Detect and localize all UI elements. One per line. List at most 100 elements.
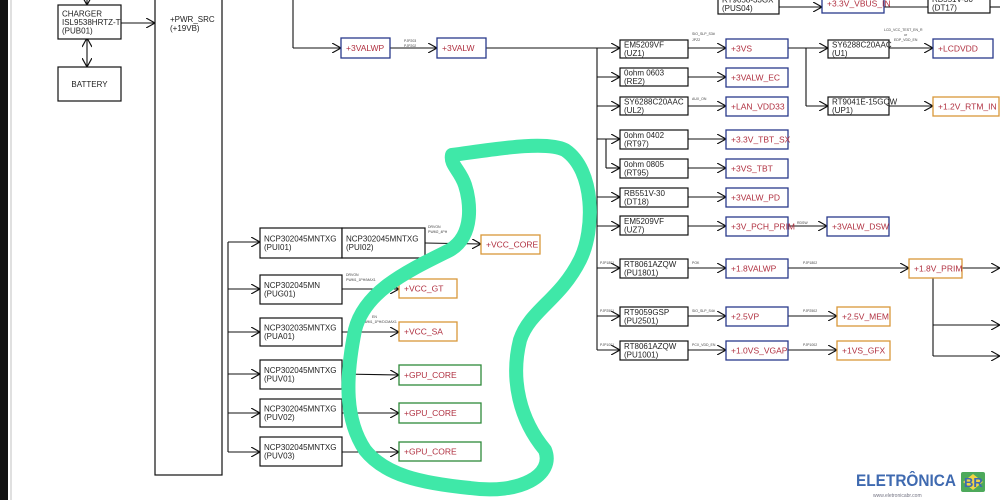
block-label-line: NCP302035MNTXG [264, 324, 336, 333]
highlight-scribble [341, 138, 597, 497]
net-label-jpz2: JPZ2 [692, 38, 700, 42]
net-label-lcd-test: LCD_VCC_TEST_EN_R [884, 28, 923, 32]
block-frame [619, 215, 689, 236]
net-label-sio-slp-s3: SIO_SLP_S3# [692, 32, 715, 36]
block-label-line: (PUV01) [264, 375, 295, 384]
block-label-line: RT9041E-15GQW [832, 98, 898, 107]
block-frame [725, 340, 789, 361]
block-frame [619, 96, 689, 116]
block-frame [725, 216, 789, 237]
block-pui01: NCP302045MNTXG(PUI01) [259, 227, 343, 259]
block-r3vs: +3VS [725, 38, 789, 59]
left-edge-bar [0, 0, 8, 500]
block-label-line: NCP302045MNTXG [264, 443, 336, 452]
block-uz1: EM5209VF(UZ1) [619, 39, 689, 59]
block-label-line: (UZ7) [624, 226, 645, 235]
block-label-line: SY6288C20AAC [624, 98, 684, 107]
block-frame [259, 227, 343, 259]
rail-label: +3VALW_EC [731, 73, 780, 83]
block-frame [932, 96, 1000, 117]
block-gpu3: +GPU_CORE [398, 441, 482, 462]
rail-label: +2.5V_MEM [842, 312, 889, 322]
rail-label: +VCC_GT [404, 284, 443, 294]
block-label-line: NCP302045MNTXG [264, 366, 336, 375]
rail-label: +GPU_CORE [404, 447, 457, 457]
block-frame [398, 278, 458, 299]
block-r18valwp: +1.8VALWP [725, 258, 789, 279]
net-label-pcx-vdd-en: PCX_VDD_EN [692, 343, 716, 347]
rail-label: +1.0VS_VGAP [731, 346, 788, 356]
block-pua01: NCP302035MNTXG(PUA01) [259, 317, 343, 347]
block-label-line: EM5209VF [624, 217, 664, 226]
block-label-line: RT8061AZQW [624, 342, 677, 351]
block-frame [398, 441, 482, 462]
block-valw-dsw: +3VALW_DSW [826, 216, 890, 237]
block-lcdvdd: +LCDVDD [932, 38, 994, 59]
block-rtm-in: +1.2V_RTM_IN [932, 96, 1000, 117]
block-frame [717, 0, 780, 15]
block-label-line: RT8061AZQW [624, 260, 677, 269]
block-puv01: NCP302045MNTXG(PUV01) [259, 359, 343, 390]
block-label-line: 0ohm 0805 [624, 160, 665, 169]
net-label-pwm2: PWM2_4PH [428, 230, 448, 234]
block-pu1001: RT8061AZQW(PU1001) [619, 340, 689, 361]
block-frame [619, 129, 689, 150]
block-pu1801: RT8061AZQW(PU1801) [619, 258, 689, 279]
block-label-line: 0ohm 0603 [624, 69, 665, 78]
block-dt18: RB551V-30(DT18) [619, 187, 689, 208]
block-r25vp: +2.5VP [725, 306, 789, 327]
block-frame [821, 0, 885, 14]
block-re2: 0ohm 0603(RE2) [619, 67, 689, 87]
rail-label: +LAN_VDD33 [731, 102, 785, 112]
block-frame [398, 402, 482, 424]
net-label-or: or [904, 33, 908, 37]
block-r3valw-pd: +3VALW_PD [725, 187, 789, 208]
block-puv03: NCP302045MNTXG(PUV03) [259, 436, 343, 467]
block-frame [341, 227, 426, 259]
block-mem25: +2.5V_MEM [836, 306, 891, 327]
rail-label: +1VS_GFX [842, 346, 886, 356]
block-frame [827, 96, 890, 116]
rail-label: +1.8V_PRIM [914, 264, 962, 274]
block-label-line: (UZ1) [624, 49, 645, 58]
block-r10vs-vgap: +1.0VS_VGAP [725, 340, 789, 361]
block-frame [619, 340, 689, 361]
rail-label: +3V_PCH_PRIM [731, 222, 795, 232]
block-r3valw: +3VALW [436, 37, 487, 59]
rail-label: +3VALWP [346, 43, 385, 53]
block-up1: RT9041E-15GQW(UP1) [827, 96, 898, 116]
block-frame [908, 258, 963, 279]
block-frame [259, 359, 343, 390]
block-gfx1vs: +1VS_GFX [836, 340, 891, 361]
block-rt95: 0ohm 0805(RT95) [619, 158, 689, 179]
block-frame [725, 187, 789, 208]
rail-label: +GPU_CORE [404, 408, 457, 418]
block-vcc-core: +VCC_CORE [480, 234, 541, 255]
block-frame [927, 0, 991, 14]
net-label-pjp2502: PJP2502 [803, 309, 817, 313]
block-label-line: (PUG01) [264, 290, 296, 299]
block-label-line: (PU1801) [624, 269, 659, 278]
net-label-sio-slp-s4: SIO_SLP_S4# [692, 309, 715, 313]
block-label-line: RB551V-30 [624, 189, 665, 198]
watermark-badge-diamond [963, 474, 983, 490]
block-frame [154, 0, 223, 476]
block-frame [725, 67, 789, 88]
block-frame [932, 38, 994, 59]
block-label-line: 0ohm 0402 [624, 131, 665, 140]
block-frame [619, 67, 689, 87]
block-frame [480, 234, 541, 255]
block-label-line: (U1) [832, 49, 848, 58]
block-label-line: NCP302045MNTXG [346, 235, 418, 244]
block-frame [619, 158, 689, 179]
block-pug01: NCP302045MN(PUG01) [259, 274, 343, 305]
watermark-brand: ELETRÔNICA [856, 471, 956, 490]
net-label-pok: POK [692, 261, 700, 265]
net-label-edp-en: EDP_VDD_EN [894, 38, 918, 42]
block-u1: SY6288C20AAC(U1) [827, 39, 892, 59]
net-label-drvon1: DRVON [428, 225, 441, 229]
rail-label: +LCDVDD [938, 44, 978, 54]
block-r3valwp: +3VALWP [340, 37, 391, 59]
block-frame [725, 38, 789, 59]
block-label-line: RT9059GSP [624, 308, 669, 317]
